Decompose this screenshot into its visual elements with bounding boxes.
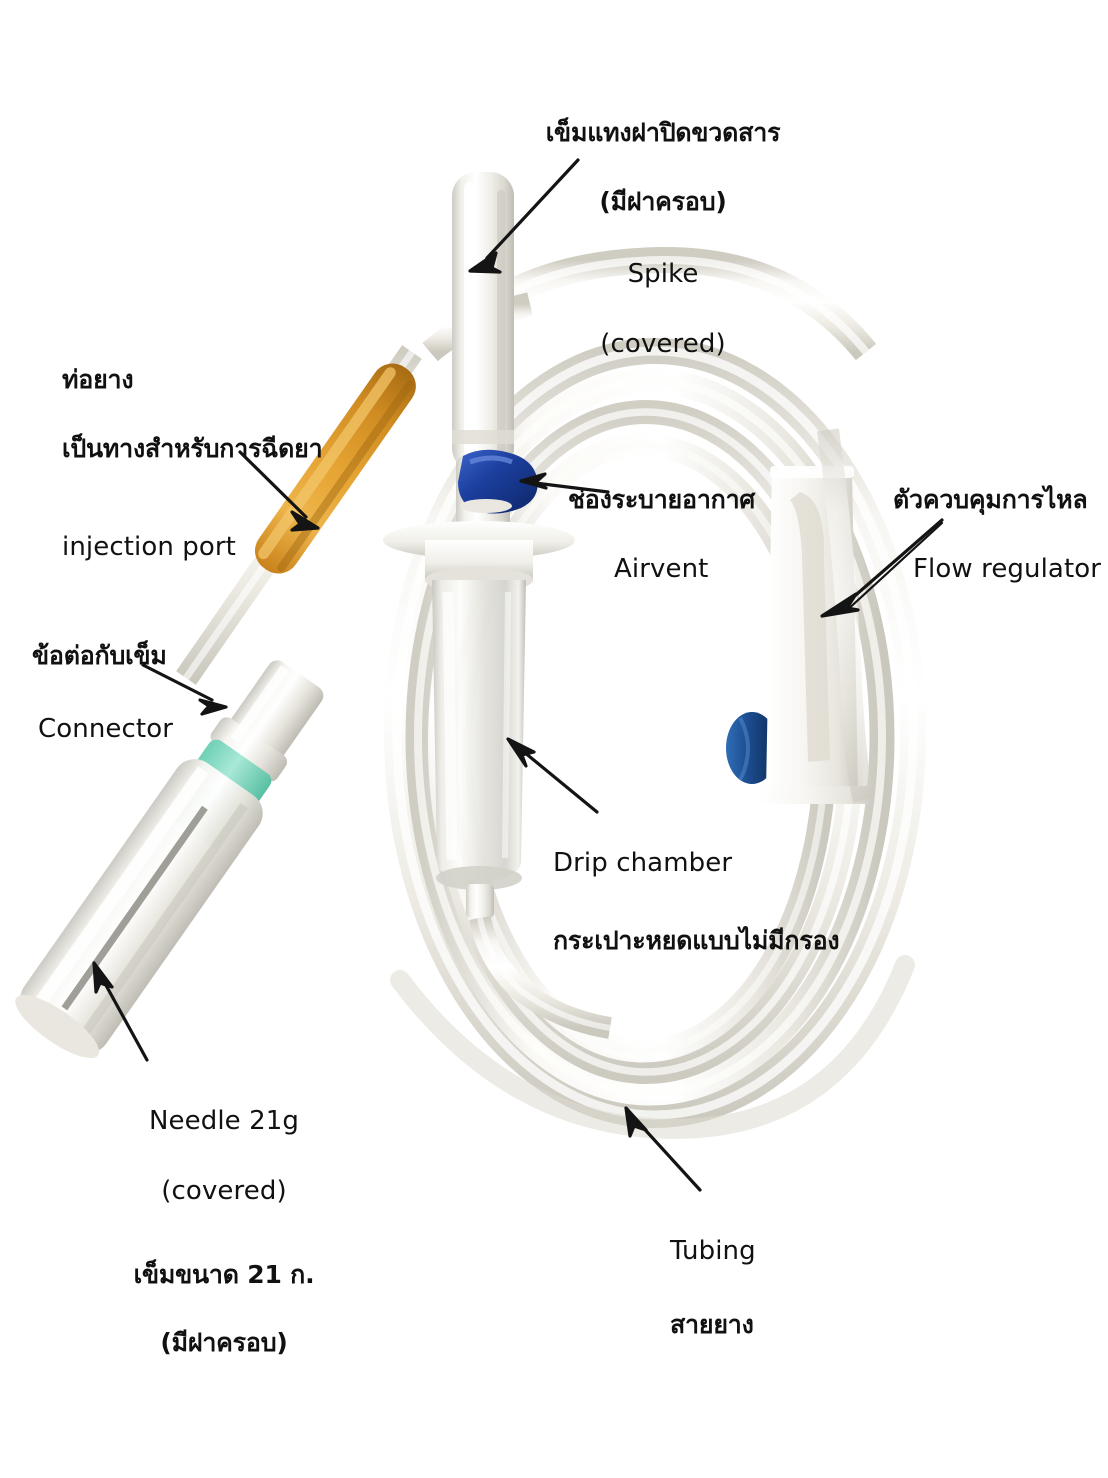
label-needle-thai-1: เข็มขนาด 21 ก. [133,1259,315,1289]
label-connector: ข้อต่อกับเข็ม Connector [32,603,332,783]
label-injection-port-thai-1: ท่อยาง [62,365,134,395]
label-needle-en-1: Needle 21g [148,1106,300,1137]
airvent-cap [458,449,538,514]
label-injection-port-thai-2: เป็นทางสำหรับการฉีดยา [62,433,323,463]
label-needle: Needle 21g (covered) เข็มขนาด 21 ก. (มีฝ… [90,1068,358,1396]
label-spike-thai-2: (มีฝาครอบ) [599,186,727,216]
drip-chamber [383,521,612,1039]
label-spike: เข็มแทงฝาปิดขวดสาร (มีฝาครอบ) Spike (cov… [498,80,828,398]
label-spike-en-2: (covered) [600,328,726,359]
label-flow-regulator-en-1: Flow regulator [913,553,1102,584]
label-drip-chamber-en-1: Drip chamber [553,848,733,879]
label-connector-thai-1: ข้อต่อกับเข็ม [32,641,167,671]
roller-wheel [726,712,778,784]
label-airvent: ช่องระบายอากาศ Airvent [568,447,868,623]
label-injection-port-en-1: injection port [62,532,236,563]
needle-assembly [15,660,324,1059]
label-tubing-thai-1: สายยาง [670,1309,754,1339]
label-tubing-en-1: Tubing [670,1236,756,1267]
label-drip-chamber-thai-1: กระเปาะหยดแบบไม่มีกรอง [553,925,840,955]
label-connector-en-1: Connector [38,713,174,744]
label-spike-en-1: Spike [627,259,699,290]
label-spike-thai-1: เข็มแทงฝาปิดขวดสาร [545,118,781,148]
label-flow-regulator: ตัวควบคุมการไหล Flow regulator [893,447,1108,623]
flow-regulator [726,428,875,804]
label-drip-chamber: Drip chamber กระเปาะหยดแบบไม่มีกรอง [553,810,993,994]
label-airvent-thai-1: ช่องระบายอากาศ [568,485,756,515]
label-needle-thai-2: (มีฝาครอบ) [160,1327,288,1357]
label-airvent-en-1: Airvent [614,553,709,584]
label-injection-port: ท่อยาง เป็นทางสำหรับการฉีดยา injection p… [62,327,442,602]
label-tubing: Tubing สายยาง [670,1198,910,1378]
label-flow-regulator-thai-1: ตัวควบคุมการไหล [893,485,1088,515]
label-needle-en-2: (covered) [161,1175,287,1206]
